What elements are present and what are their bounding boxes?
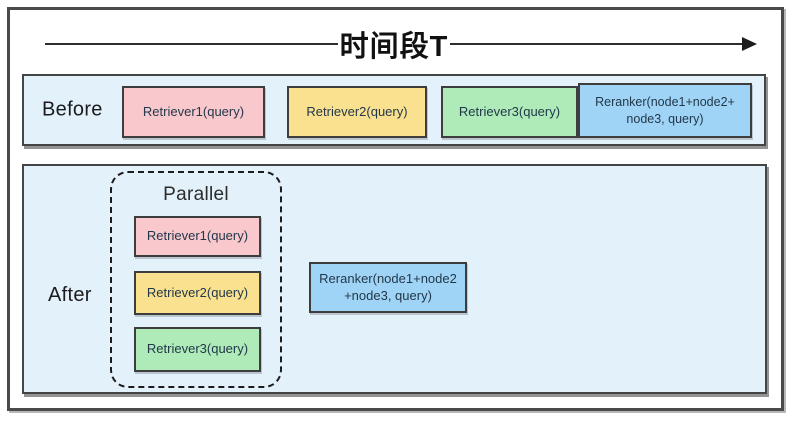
timeline-line-left [45,42,338,46]
parallel-label: Parallel [163,184,229,205]
outer-frame: 时间段T Before Retriever1(query) Retriever2… [7,7,784,411]
timeline-title: 时间段T [339,31,449,63]
parallel-group: Parallel Retriever1(query) Retriever2(qu… [110,171,282,388]
timeline-arrow: 时间段T [45,26,757,63]
before-retriever1-box: Retriever1(query) [122,86,265,138]
before-reranker-box: Reranker(node1+node2+ node3, query) [578,83,752,138]
after-reranker-box: Reranker(node1+node2 +node3, query) [309,262,467,313]
after-retriever2-box: Retriever2(query) [134,271,261,315]
before-retriever2-box: Retriever2(query) [287,86,427,138]
timeline-line-right [450,42,743,46]
after-label: After [48,284,92,306]
after-section: After Parallel Retriever1(query) Retriev… [22,164,767,394]
after-retriever3-box: Retriever3(query) [134,327,261,372]
arrowhead-icon [742,37,757,51]
before-retriever3-box: Retriever3(query) [441,86,578,138]
after-retriever1-box: Retriever1(query) [134,216,261,257]
before-section: Before Retriever1(query) Retriever2(quer… [22,74,766,146]
before-label: Before [42,98,103,121]
